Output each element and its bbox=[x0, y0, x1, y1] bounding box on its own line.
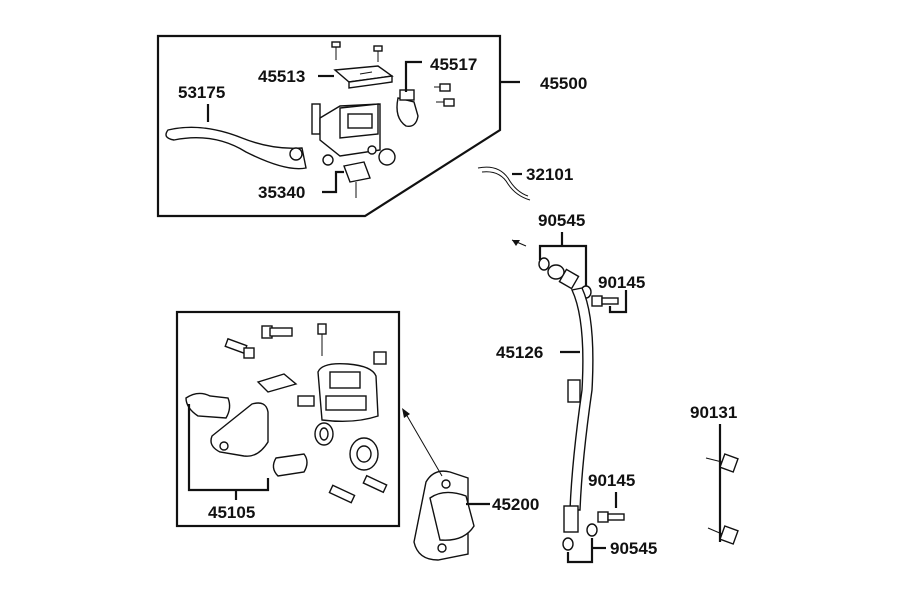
cap-screw-icon bbox=[331, 41, 383, 62]
caliper-assembly-icon bbox=[413, 470, 475, 561]
label-reservoir-cap: 45513 bbox=[258, 67, 305, 86]
caliper-body-icon bbox=[317, 362, 379, 423]
caliper-pin-icon bbox=[224, 323, 387, 365]
banjo-washer-lower-icon bbox=[562, 523, 598, 551]
arrow-icon bbox=[511, 239, 527, 247]
master-cylinder-icon bbox=[311, 103, 396, 166]
piston-seal-icon bbox=[314, 422, 379, 471]
label-lever: 53175 bbox=[178, 83, 225, 102]
label-caliper-assy: 45200 bbox=[492, 495, 539, 514]
banjo-bolt-upper-icon bbox=[591, 295, 619, 307]
stop-switch-icon bbox=[343, 161, 371, 198]
label-pad-set: 45105 bbox=[208, 503, 255, 522]
hose-clamp-icon bbox=[396, 89, 419, 127]
pad-spring-icon bbox=[256, 373, 315, 407]
reservoir-cap-icon bbox=[333, 65, 394, 89]
label-switch-wire: 32101 bbox=[526, 165, 573, 184]
caliper-bolt-icon bbox=[705, 453, 739, 545]
pad-bracket-icon bbox=[210, 402, 269, 457]
banjo-fitting-icon bbox=[547, 264, 580, 290]
caliper-parts-box bbox=[175, 310, 401, 528]
leader-arrow-icon bbox=[402, 408, 443, 477]
master-cylinder-box bbox=[156, 34, 502, 218]
label-washer-upper: 90545 bbox=[538, 211, 585, 230]
label-brake-hose: 45126 bbox=[496, 343, 543, 362]
label-stop-switch: 35340 bbox=[258, 183, 305, 202]
brake-pad-icon bbox=[185, 392, 308, 477]
label-bolt-lower: 90145 bbox=[588, 471, 635, 490]
label-hose-clamp: 45517 bbox=[430, 55, 477, 74]
brake-hose-icon bbox=[563, 287, 594, 533]
label-washer-lower: 90545 bbox=[610, 539, 657, 558]
brake-lever-icon bbox=[165, 126, 307, 170]
switch-wire-icon bbox=[477, 166, 531, 201]
label-master-cylinder-assy: 45500 bbox=[540, 74, 587, 93]
clamp-bolt-icon bbox=[434, 83, 455, 107]
label-bolt-upper: 90145 bbox=[598, 273, 645, 292]
label-caliper-bolt: 90131 bbox=[690, 403, 737, 422]
banjo-bolt-lower-icon bbox=[597, 511, 625, 523]
slide-pin-icon bbox=[328, 474, 388, 504]
